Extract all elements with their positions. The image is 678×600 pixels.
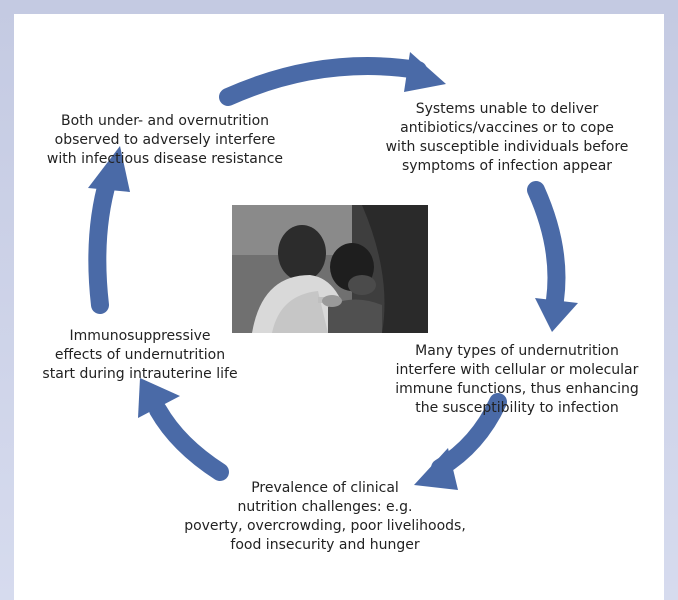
arrow-right — [527, 181, 566, 309]
arrow-bottom-left-head — [138, 378, 180, 418]
arrow-top-head — [404, 52, 446, 92]
arrow-left-head — [88, 146, 130, 192]
vaccination-photo — [232, 205, 428, 333]
arrow-left — [88, 171, 117, 314]
arrow-right-head — [535, 298, 578, 332]
arrow-bottom-right-head — [414, 448, 458, 490]
caption-immunosuppressive: Immunosuppressive effects of undernutrit… — [42, 328, 238, 382]
caption-undernutrition-overnutrition: Both under- and overnutrition observed t… — [46, 113, 284, 167]
arrow-bottom-left — [149, 401, 229, 481]
caption-prevalence-challenges: Prevalence of clinical nutrition challen… — [184, 480, 466, 553]
arrow-top — [219, 57, 427, 106]
caption-systems-unable: Systems unable to deliver antibiotics/va… — [385, 101, 629, 174]
caption-immune-functions: Many types of undernutrition interfere w… — [395, 343, 639, 416]
